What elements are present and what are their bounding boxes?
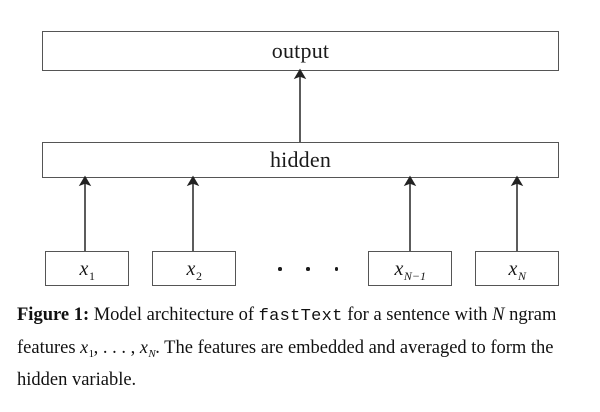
figure-caption-x-last-sub: N	[148, 348, 156, 360]
figure-caption-part3: ngram features	[17, 305, 557, 358]
figure-caption-part4: . The features are embedded and averaged…	[17, 338, 554, 390]
input-node-x2: x2	[152, 251, 236, 286]
input-node-xn: xN	[475, 251, 559, 286]
input-node-x1: x1	[45, 251, 129, 286]
figure-caption-x-first: x1	[80, 332, 94, 365]
figure-caption-x-last-base: x	[139, 337, 148, 357]
figure-caption: Figure 1: Model architecture of fastText…	[17, 300, 583, 395]
input-xn-base: x	[508, 257, 518, 280]
figure-caption-x-last: xN	[139, 332, 156, 365]
figure-caption-part2: for a sentence with	[347, 305, 488, 325]
figure-caption-label: Figure 1:	[17, 305, 90, 325]
input-x2-subscript: 2	[195, 268, 202, 283]
input-node-xn-label: xN	[508, 257, 526, 282]
ellipsis-dot	[278, 267, 282, 271]
figure-caption-x-first-sub: 1	[88, 348, 95, 360]
hidden-layer-box: hidden	[42, 142, 559, 178]
input-node-xn-minus-1-label: xN−1	[394, 257, 427, 282]
output-layer-label: output	[271, 38, 330, 63]
input-x1-base: x	[79, 257, 89, 280]
input-node-xn-minus-1: xN−1	[368, 251, 452, 286]
hidden-layer-label: hidden	[269, 147, 332, 172]
ellipsis-dot	[334, 267, 338, 271]
input-x1-subscript: 1	[88, 268, 95, 283]
input-x2-base: x	[186, 257, 196, 280]
input-node-x2-label: x2	[186, 257, 202, 282]
input-xn-minus-1-base: x	[394, 257, 404, 280]
figure-caption-x-first-base: x	[80, 337, 89, 357]
output-layer-box: output	[42, 31, 559, 71]
input-xn-subscript: N	[517, 268, 526, 283]
input-xn-minus-1-subscript: N−1	[403, 268, 426, 283]
input-node-x1-label: x1	[79, 257, 95, 282]
figure-caption-mono-fasttext: fastText	[258, 307, 343, 326]
ellipsis-dot	[306, 267, 310, 271]
figure-caption-comma-dots: , . . . ,	[93, 338, 136, 358]
ellipsis-indicator	[278, 255, 338, 283]
figure-caption-part1: Model architecture of	[93, 305, 254, 325]
architecture-diagram: output hidden x1 x2 xN−1 xN	[42, 31, 559, 286]
figure-caption-n-symbol: N	[492, 305, 505, 325]
